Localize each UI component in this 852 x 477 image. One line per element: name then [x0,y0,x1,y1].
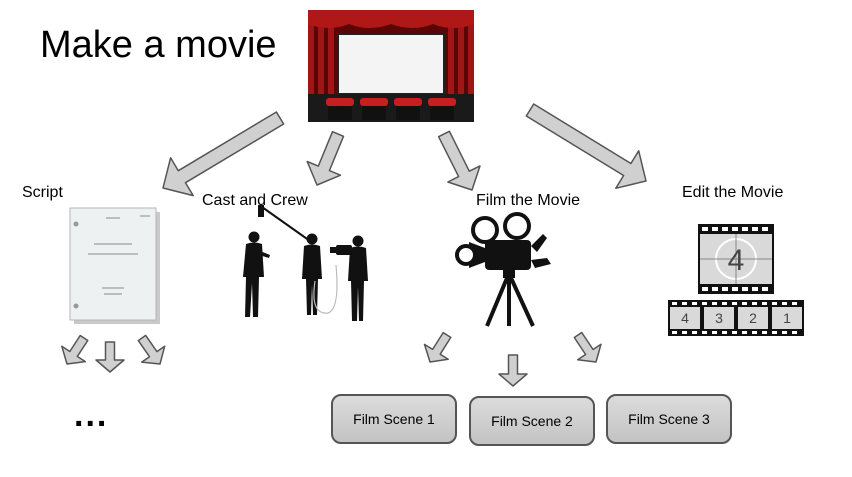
film-scene-1-box[interactable]: Film Scene 1 [331,394,457,444]
arrow-script-right [137,334,166,365]
label-cast-and-crew: Cast and Crew [202,192,308,209]
page-title: Make a movie [40,24,277,66]
arrow-to-cast-crew [306,130,345,186]
countdown-strip-1: 1 [783,310,791,326]
movie-theater-image [308,10,474,122]
film-camera-image [455,212,551,327]
arrow-script-left [61,334,89,365]
countdown-strip-4: 4 [681,310,689,326]
film-scene-2-box[interactable]: Film Scene 2 [469,396,595,446]
countdown-number: 4 [728,244,745,277]
arrow-script-down [95,341,125,373]
arrow-to-edit [525,103,647,190]
arrow-to-film [437,130,481,191]
countdown-strip-2: 2 [749,310,757,326]
label-script: Script [22,184,63,201]
arrow-to-script [162,111,285,197]
ellipsis-more: ... [74,396,109,434]
arrow-film-right [573,331,602,363]
cast-and-crew-silhouettes-image [243,205,368,321]
film-scene-3-box[interactable]: Film Scene 3 [606,394,732,444]
script-document-image [69,207,160,324]
arrow-film-left [423,331,452,363]
label-film-the-movie: Film the Movie [476,192,581,209]
countdown-strip-3: 3 [715,310,723,326]
arrow-film-down [498,354,528,387]
film-countdown-image: 4 4 3 2 1 [668,224,804,336]
label-edit-the-movie: Edit the Movie [682,184,784,201]
